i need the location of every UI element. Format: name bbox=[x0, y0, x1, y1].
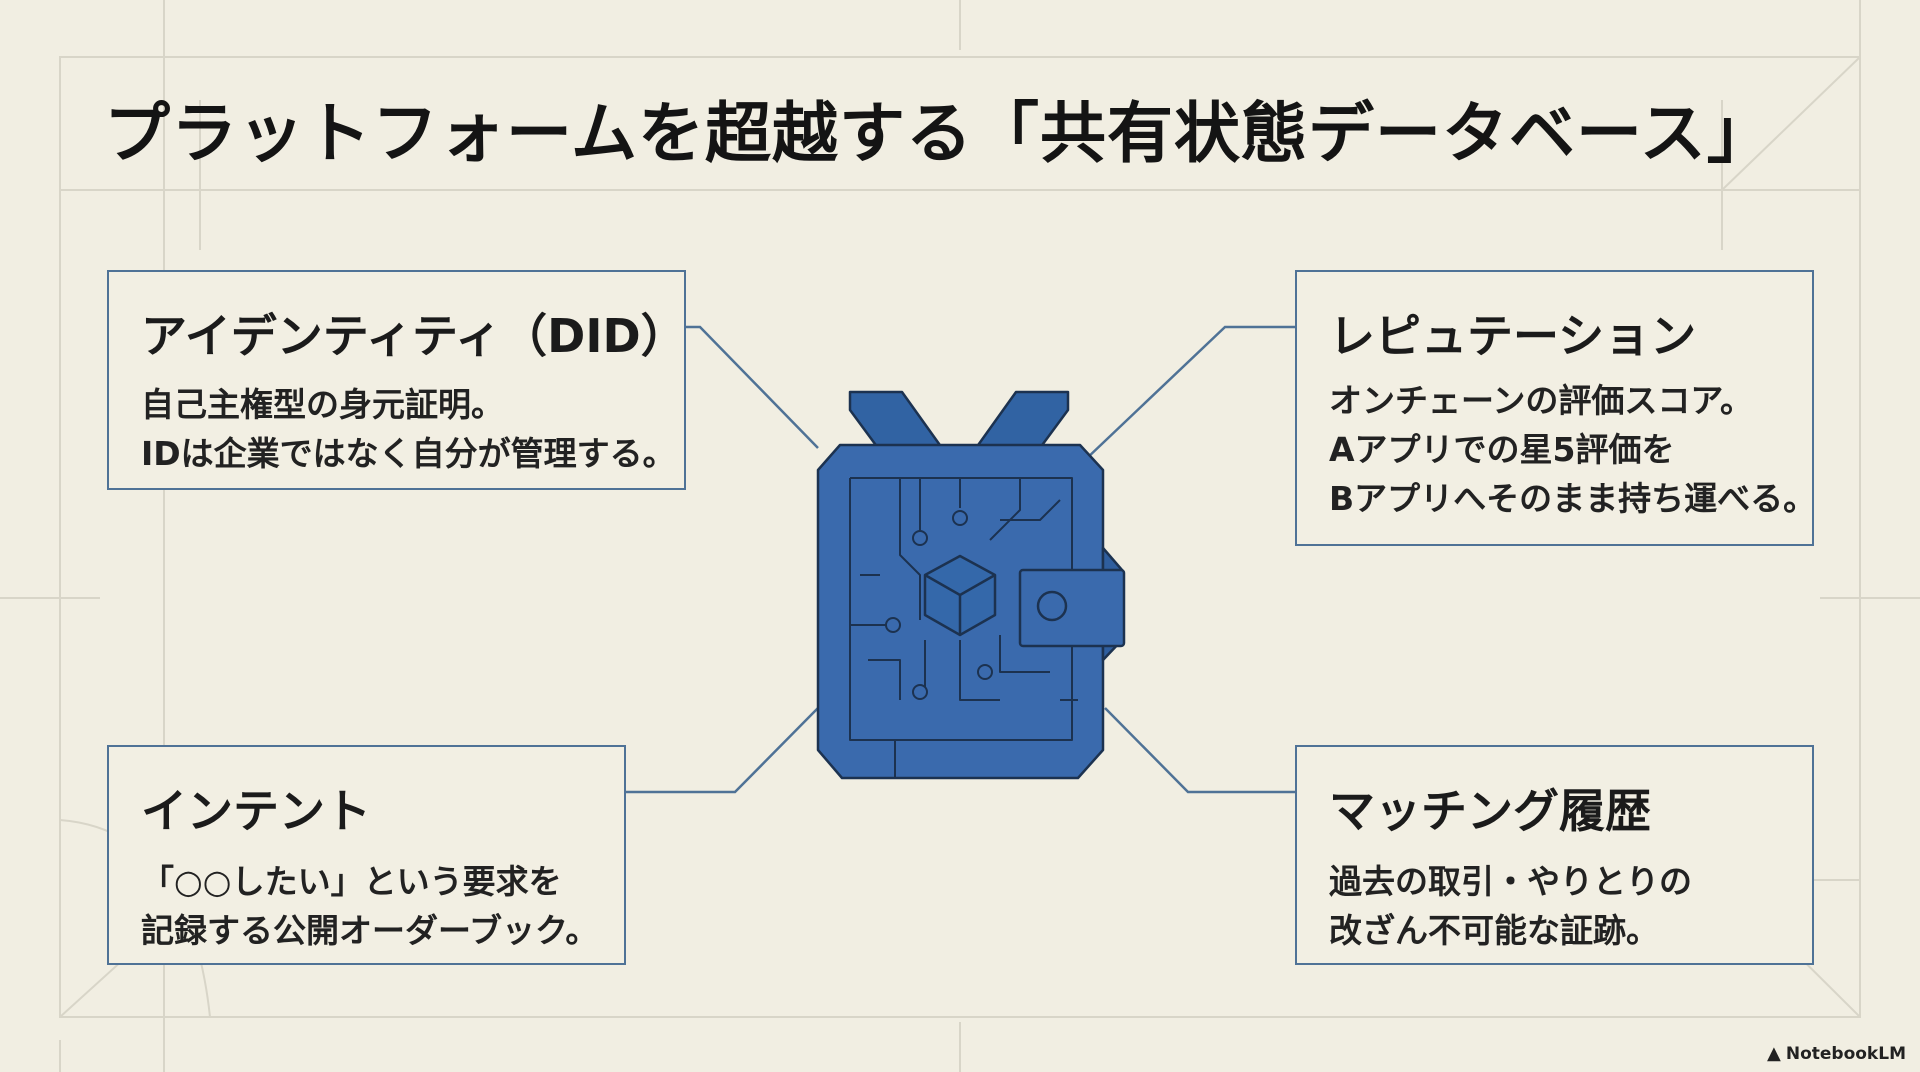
identity-line-2: IDは企業ではなく自分が管理する。 bbox=[141, 434, 676, 473]
slide-title: プラットフォームを超越する「共有状態データベース」 bbox=[104, 95, 1774, 172]
notebooklm-logo-icon: ▲ bbox=[1767, 1043, 1781, 1064]
matching-history-heading: マッチング履歴 bbox=[1329, 784, 1651, 838]
identity-card: アイデンティティ（DID） 自己主権型の身元証明。 IDは企業ではなく自分が管理… bbox=[107, 270, 687, 490]
logo-text: NotebookLM bbox=[1785, 1043, 1906, 1064]
reputation-line-2: Aアプリでの星5評価を bbox=[1329, 430, 1675, 469]
identity-line-1: 自己主権型の身元証明。 bbox=[141, 385, 504, 424]
reputation-line-1: オンチェーンの評価スコア。 bbox=[1329, 381, 1754, 420]
intent-card: インテント 「○○したい」という要求を 記録する公開オーダーブック。 bbox=[107, 745, 626, 965]
reputation-card: レピュテーション オンチェーンの評価スコア。 Aアプリでの星5評価を Bアプリへ… bbox=[1295, 270, 1816, 546]
identity-heading: アイデンティティ（DID） bbox=[141, 309, 687, 363]
matching-history-description: 過去の取引・やりとりの 改ざん不可能な証跡。 bbox=[1329, 857, 1692, 955]
circuit-backpack-icon bbox=[816, 390, 1126, 780]
identity-description: 自己主権型の身元証明。 IDは企業ではなく自分が管理する。 bbox=[141, 380, 676, 478]
intent-line-2: 記録する公開オーダーブック。 bbox=[141, 911, 599, 950]
intent-heading: インテント bbox=[141, 784, 371, 838]
reputation-heading: レピュテーション bbox=[1329, 309, 1697, 363]
matching-line-1: 過去の取引・やりとりの bbox=[1329, 862, 1692, 901]
reputation-description: オンチェーンの評価スコア。 Aアプリでの星5評価を Bアプリへそのまま持ち運べる… bbox=[1329, 376, 1816, 523]
matching-line-2: 改ざん不可能な証跡。 bbox=[1329, 911, 1659, 950]
connector-matching bbox=[1104, 707, 1295, 794]
matching-history-card: マッチング履歴 過去の取引・やりとりの 改ざん不可能な証跡。 bbox=[1295, 745, 1814, 965]
connector-reputation bbox=[1084, 325, 1295, 461]
intent-line-1: 「○○したい」という要求を bbox=[141, 862, 562, 901]
reputation-line-3: Bアプリへそのまま持ち運べる。 bbox=[1329, 479, 1817, 518]
notebooklm-logo: ▲ NotebookLM bbox=[1767, 1043, 1906, 1064]
intent-description: 「○○したい」という要求を 記録する公開オーダーブック。 bbox=[141, 857, 598, 955]
